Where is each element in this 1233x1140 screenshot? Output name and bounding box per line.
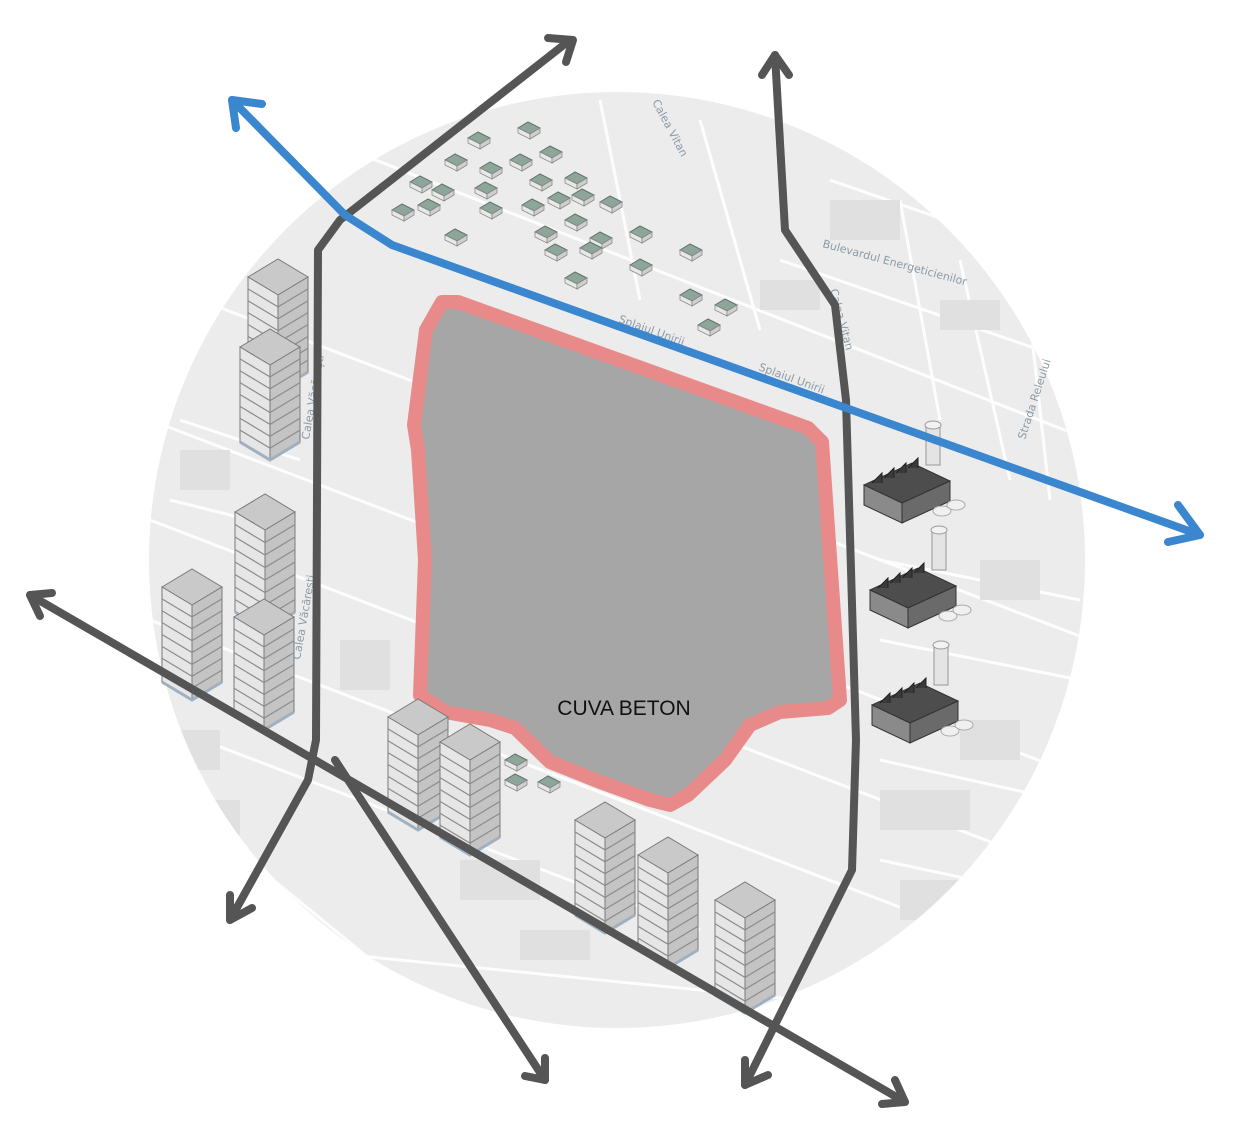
road-arrowhead-icon: [758, 51, 793, 79]
small-house-icon: [533, 225, 559, 244]
apartment-tower-icon: [439, 723, 501, 857]
road-arrowhead-icon: [741, 1056, 772, 1089]
road-arrowhead-icon: [26, 589, 56, 620]
small-house-icon: [478, 201, 504, 220]
small-house-icon: [430, 183, 456, 202]
small-house-icon: [503, 753, 529, 772]
factory-icon: [862, 420, 966, 524]
road-arrow-vitan: [741, 51, 860, 1089]
small-house-icon: [570, 188, 596, 207]
factory-cluster: [862, 420, 974, 744]
small-house-icon: [678, 288, 704, 307]
small-house-icon: [696, 318, 722, 337]
small-house-icon: [390, 203, 416, 222]
small-house-icon: [473, 181, 499, 200]
small-house-icon: [508, 153, 534, 172]
road-arrows: [26, 34, 909, 1108]
arrowhead-icon: [228, 96, 266, 132]
road-arrowhead-icon: [544, 34, 577, 66]
site-area: CUVA BETON: [407, 295, 847, 812]
road-arrow-diagonal: [26, 591, 909, 1106]
apartment-tower-icon: [234, 493, 296, 632]
small-house-icon: [546, 191, 572, 210]
small-house-icon: [563, 213, 589, 232]
road-arrow-vacaresti: [226, 36, 574, 924]
small-house-icon: [628, 225, 654, 244]
small-house-icon: [536, 775, 562, 794]
small-house-icon: [528, 173, 554, 192]
site-label: CUVA BETON: [557, 697, 690, 720]
road-arrowhead-icon: [878, 1076, 909, 1108]
small-house-icon: [478, 161, 504, 180]
road-arrowhead-icon: [226, 891, 256, 924]
small-house-icon: [578, 241, 604, 260]
small-house-icon: [628, 258, 654, 277]
small-house-icon: [563, 171, 589, 190]
small-house-icon: [416, 198, 442, 217]
apartment-tower-icon: [239, 328, 301, 462]
small-house-icon: [443, 228, 469, 247]
apartment-tower-icon: [574, 801, 636, 935]
small-house-icon: [598, 195, 624, 214]
small-house-icon: [520, 198, 546, 217]
site-polygon: [407, 295, 847, 812]
river-flow-line: [228, 96, 1204, 539]
arrowhead-icon: [1164, 501, 1204, 546]
small-house-icon: [516, 121, 542, 140]
road-arrowhead-icon: [521, 1054, 549, 1084]
factory-icon: [868, 525, 972, 629]
apartment-tower-icon: [637, 836, 699, 970]
small-house-icon: [408, 175, 434, 194]
factory-icon: [870, 640, 974, 744]
small-house-icon: [503, 773, 529, 792]
small-house-icon: [538, 145, 564, 164]
house-cluster: [390, 121, 739, 794]
small-house-icon: [466, 131, 492, 150]
small-house-icon: [713, 298, 739, 317]
small-house-icon: [678, 243, 704, 262]
road-arrow-south: [331, 756, 549, 1084]
small-house-icon: [543, 243, 569, 262]
river-arrow: [228, 96, 1204, 546]
small-house-icon: [443, 153, 469, 172]
apartment-tower-icon: [233, 598, 295, 732]
small-house-icon: [563, 271, 589, 290]
